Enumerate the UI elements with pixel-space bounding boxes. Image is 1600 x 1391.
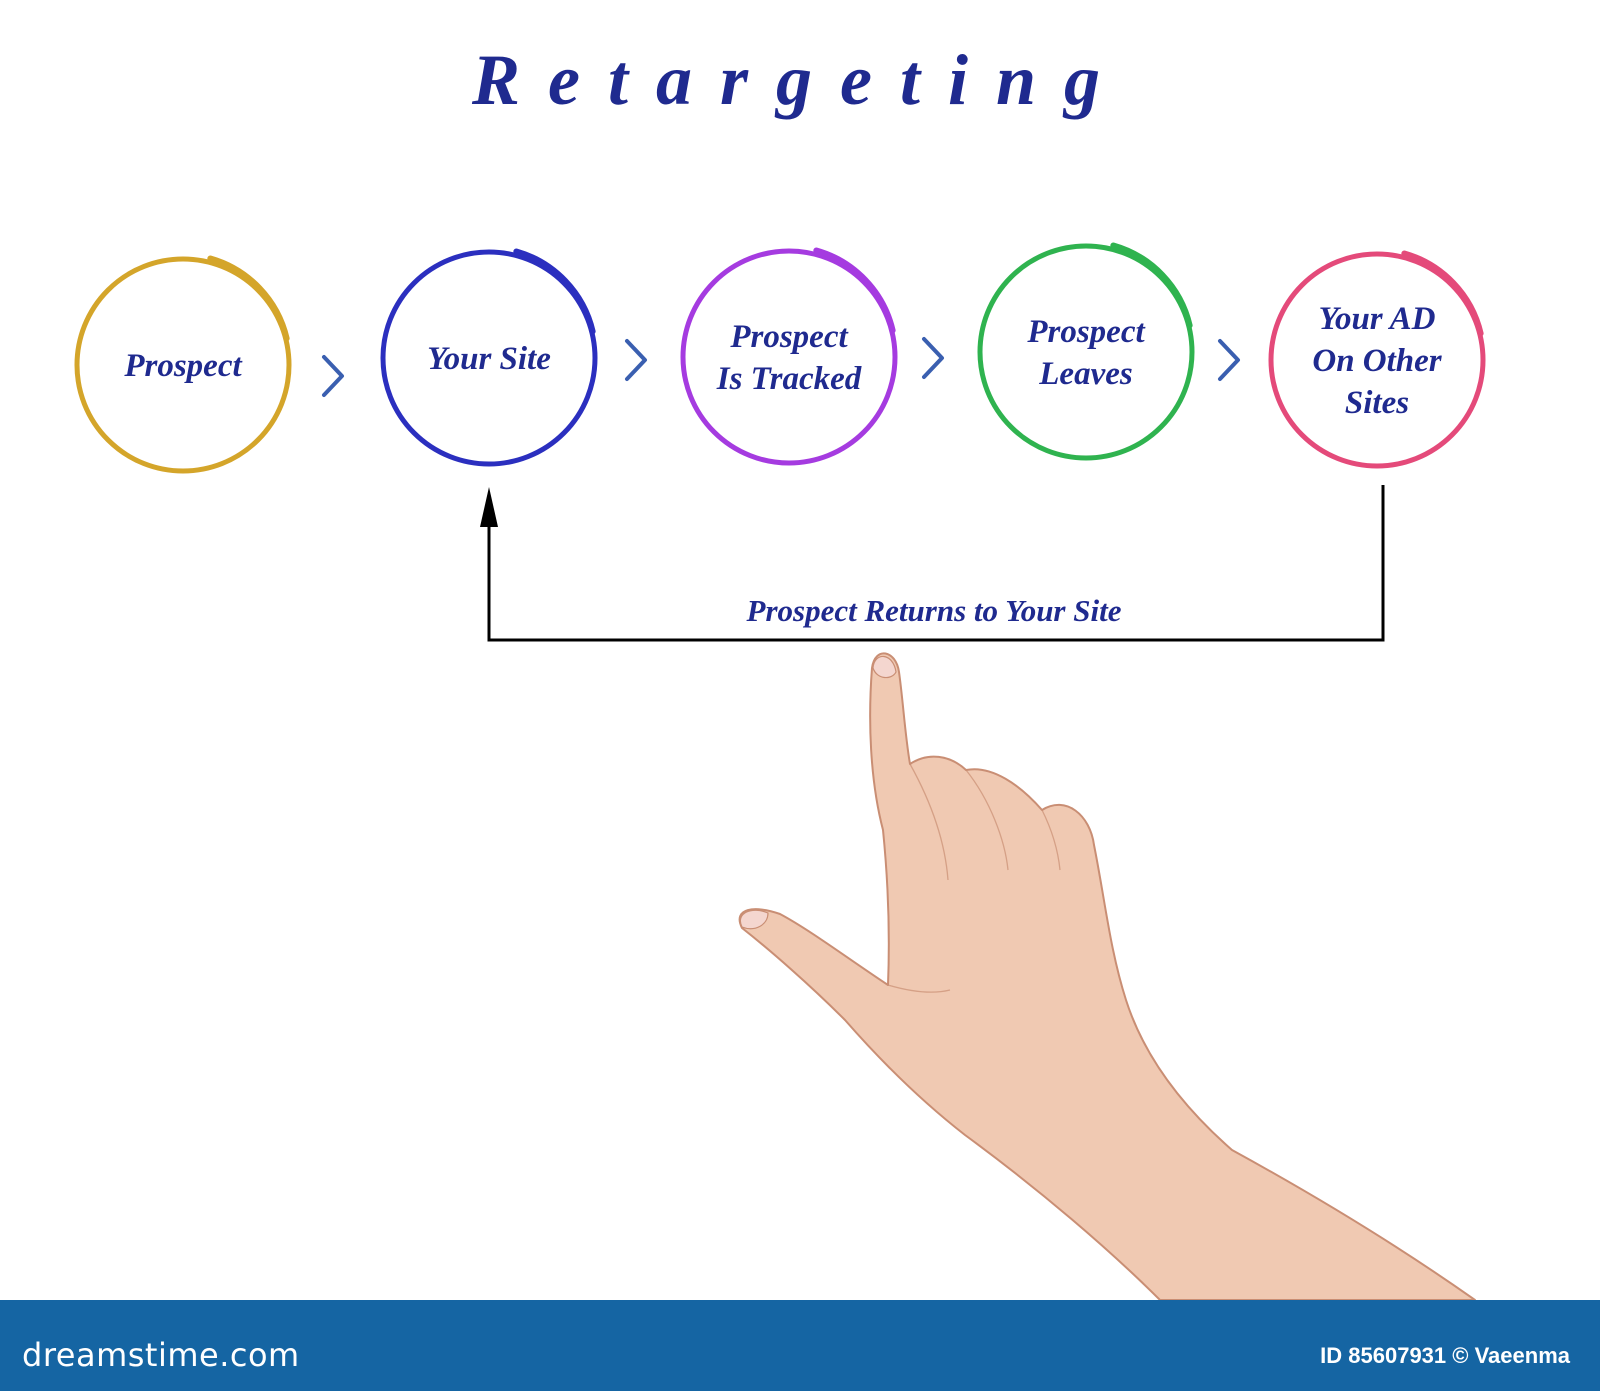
step-circle-stroke-tail bbox=[1110, 242, 1193, 329]
fingernail bbox=[872, 655, 897, 679]
step-label: Is Tracked bbox=[716, 361, 862, 397]
step-circle bbox=[1268, 251, 1486, 469]
step-node: Prospect Is Tracked bbox=[680, 247, 898, 466]
step-circle bbox=[977, 243, 1195, 461]
step-circle bbox=[680, 248, 898, 466]
finger-crease bbox=[909, 763, 949, 881]
step-label: Prospect bbox=[123, 348, 242, 384]
hand-shape bbox=[738, 652, 1476, 1300]
step-label: Your AD bbox=[1318, 301, 1435, 337]
feedback-loop-label: Prospect Returns to Your Site bbox=[746, 593, 1122, 628]
step-label: Prospect bbox=[729, 319, 848, 355]
arrowhead-icon bbox=[480, 487, 498, 527]
step-circle bbox=[74, 256, 292, 474]
step-circle-stroke-tail bbox=[207, 255, 290, 342]
chevron-right-icon bbox=[625, 339, 647, 381]
chevron-right-icon bbox=[922, 337, 944, 379]
chevron-right-icon bbox=[322, 355, 344, 397]
step-label: Prospect bbox=[1026, 314, 1145, 350]
footer-bar: dreamstime.com ID 85607931 © Vaeenma bbox=[0, 1300, 1600, 1391]
step-circle-stroke-tail bbox=[1401, 250, 1484, 337]
finger-crease bbox=[965, 769, 1009, 871]
step-circle-stroke-tail bbox=[813, 247, 896, 334]
step-circle bbox=[380, 249, 598, 467]
step-label: Leaves bbox=[1038, 356, 1132, 392]
feedback-loop: Prospect Returns to Your Site bbox=[480, 485, 1385, 642]
step-chevrons bbox=[322, 337, 1240, 397]
feedback-connector-line bbox=[487, 485, 1385, 642]
finger-crease bbox=[887, 984, 951, 993]
step-node: Prospect bbox=[74, 255, 292, 474]
pointing-hand-image bbox=[738, 652, 1476, 1300]
finger-crease bbox=[1041, 809, 1061, 871]
step-label: Your Site bbox=[427, 341, 551, 377]
thumbnail bbox=[739, 909, 769, 930]
brand-logo: dreamstime.com bbox=[22, 1336, 300, 1374]
step-node: Your Site bbox=[380, 248, 598, 467]
image-credit: ID 85607931 © Vaeenma bbox=[1320, 1343, 1570, 1368]
step-label: Sites bbox=[1345, 385, 1409, 421]
step-label: On Other bbox=[1312, 343, 1442, 379]
step-circle-stroke-tail bbox=[513, 248, 596, 335]
diagram-title: Retargeting bbox=[471, 40, 1128, 120]
chevron-right-icon bbox=[1218, 339, 1240, 381]
